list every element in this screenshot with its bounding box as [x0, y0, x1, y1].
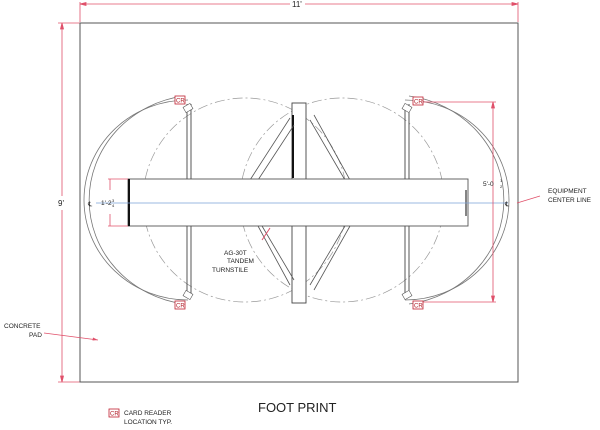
concrete-pad-arrow [92, 337, 98, 341]
drawing-title: FOOT PRINT [258, 400, 337, 415]
svg-text:CR: CR [176, 304, 185, 310]
equipment-centerline-label-1: EQUIPMENT [548, 188, 587, 195]
lane-width-fraction-den: 4 [112, 203, 115, 208]
card-reader-legend-label-1: CARD READER [124, 410, 172, 417]
turnstile-leader [261, 227, 271, 241]
card-reader-legend: CR CARD READER LOCATION TYP. [108, 408, 172, 426]
lane-width-fraction-num: 3 [112, 198, 115, 203]
turnstile-label-2: TANDEM [227, 258, 254, 265]
card-reader-span-fraction-num: 1 [500, 178, 503, 183]
depth-dimension [58, 22, 80, 383]
equipment-centerline-leader [516, 195, 541, 204]
turnstile-arc-rings [83, 95, 510, 305]
turnstile-label-3: TURNSTILE [212, 267, 249, 274]
turnstile-diagonal-arms [249, 114, 351, 291]
card-reader-span-label: 5'-0 [483, 181, 494, 188]
card-reader-top-left: CR [174, 95, 194, 114]
svg-text:CR: CR [176, 99, 185, 105]
svg-text:CR: CR [414, 304, 423, 310]
card-reader-span-fraction-den: 2 [500, 184, 503, 189]
card-reader-legend-tag: CR [110, 412, 119, 418]
card-reader-bottom-left: CR [174, 289, 194, 310]
concrete-pad-label-2: PAD [29, 332, 42, 339]
card-reader-top-right: CR [401, 96, 424, 114]
side-barriers [186, 104, 410, 294]
width-dimension-label: 11' [292, 0, 302, 9]
card-reader-legend-label-2: LOCATION TYP. [124, 419, 172, 426]
passage-housing [127, 178, 469, 227]
lane-width-dimension [108, 178, 128, 227]
concrete-pad-label-1: CONCRETE [4, 323, 41, 330]
concrete-pad-leader [43, 332, 99, 341]
turnstile-label-1: AG-30T [224, 250, 247, 257]
equipment-centerline-label-2: CENTER LINE [548, 197, 592, 204]
lane-width-label: 1'-2 [101, 200, 112, 207]
card-reader-bottom-right: CR [401, 289, 424, 310]
centerline-symbol-right: ℄ [504, 201, 510, 208]
card-reader-span-dimension [420, 101, 496, 303]
centerline-symbol-left: ℄ [87, 201, 93, 208]
card-reader-legend-swatch [108, 408, 120, 418]
width-dimension [79, 1, 519, 22]
svg-text:CR: CR [414, 100, 423, 106]
depth-dimension-label: 9' [58, 199, 64, 208]
